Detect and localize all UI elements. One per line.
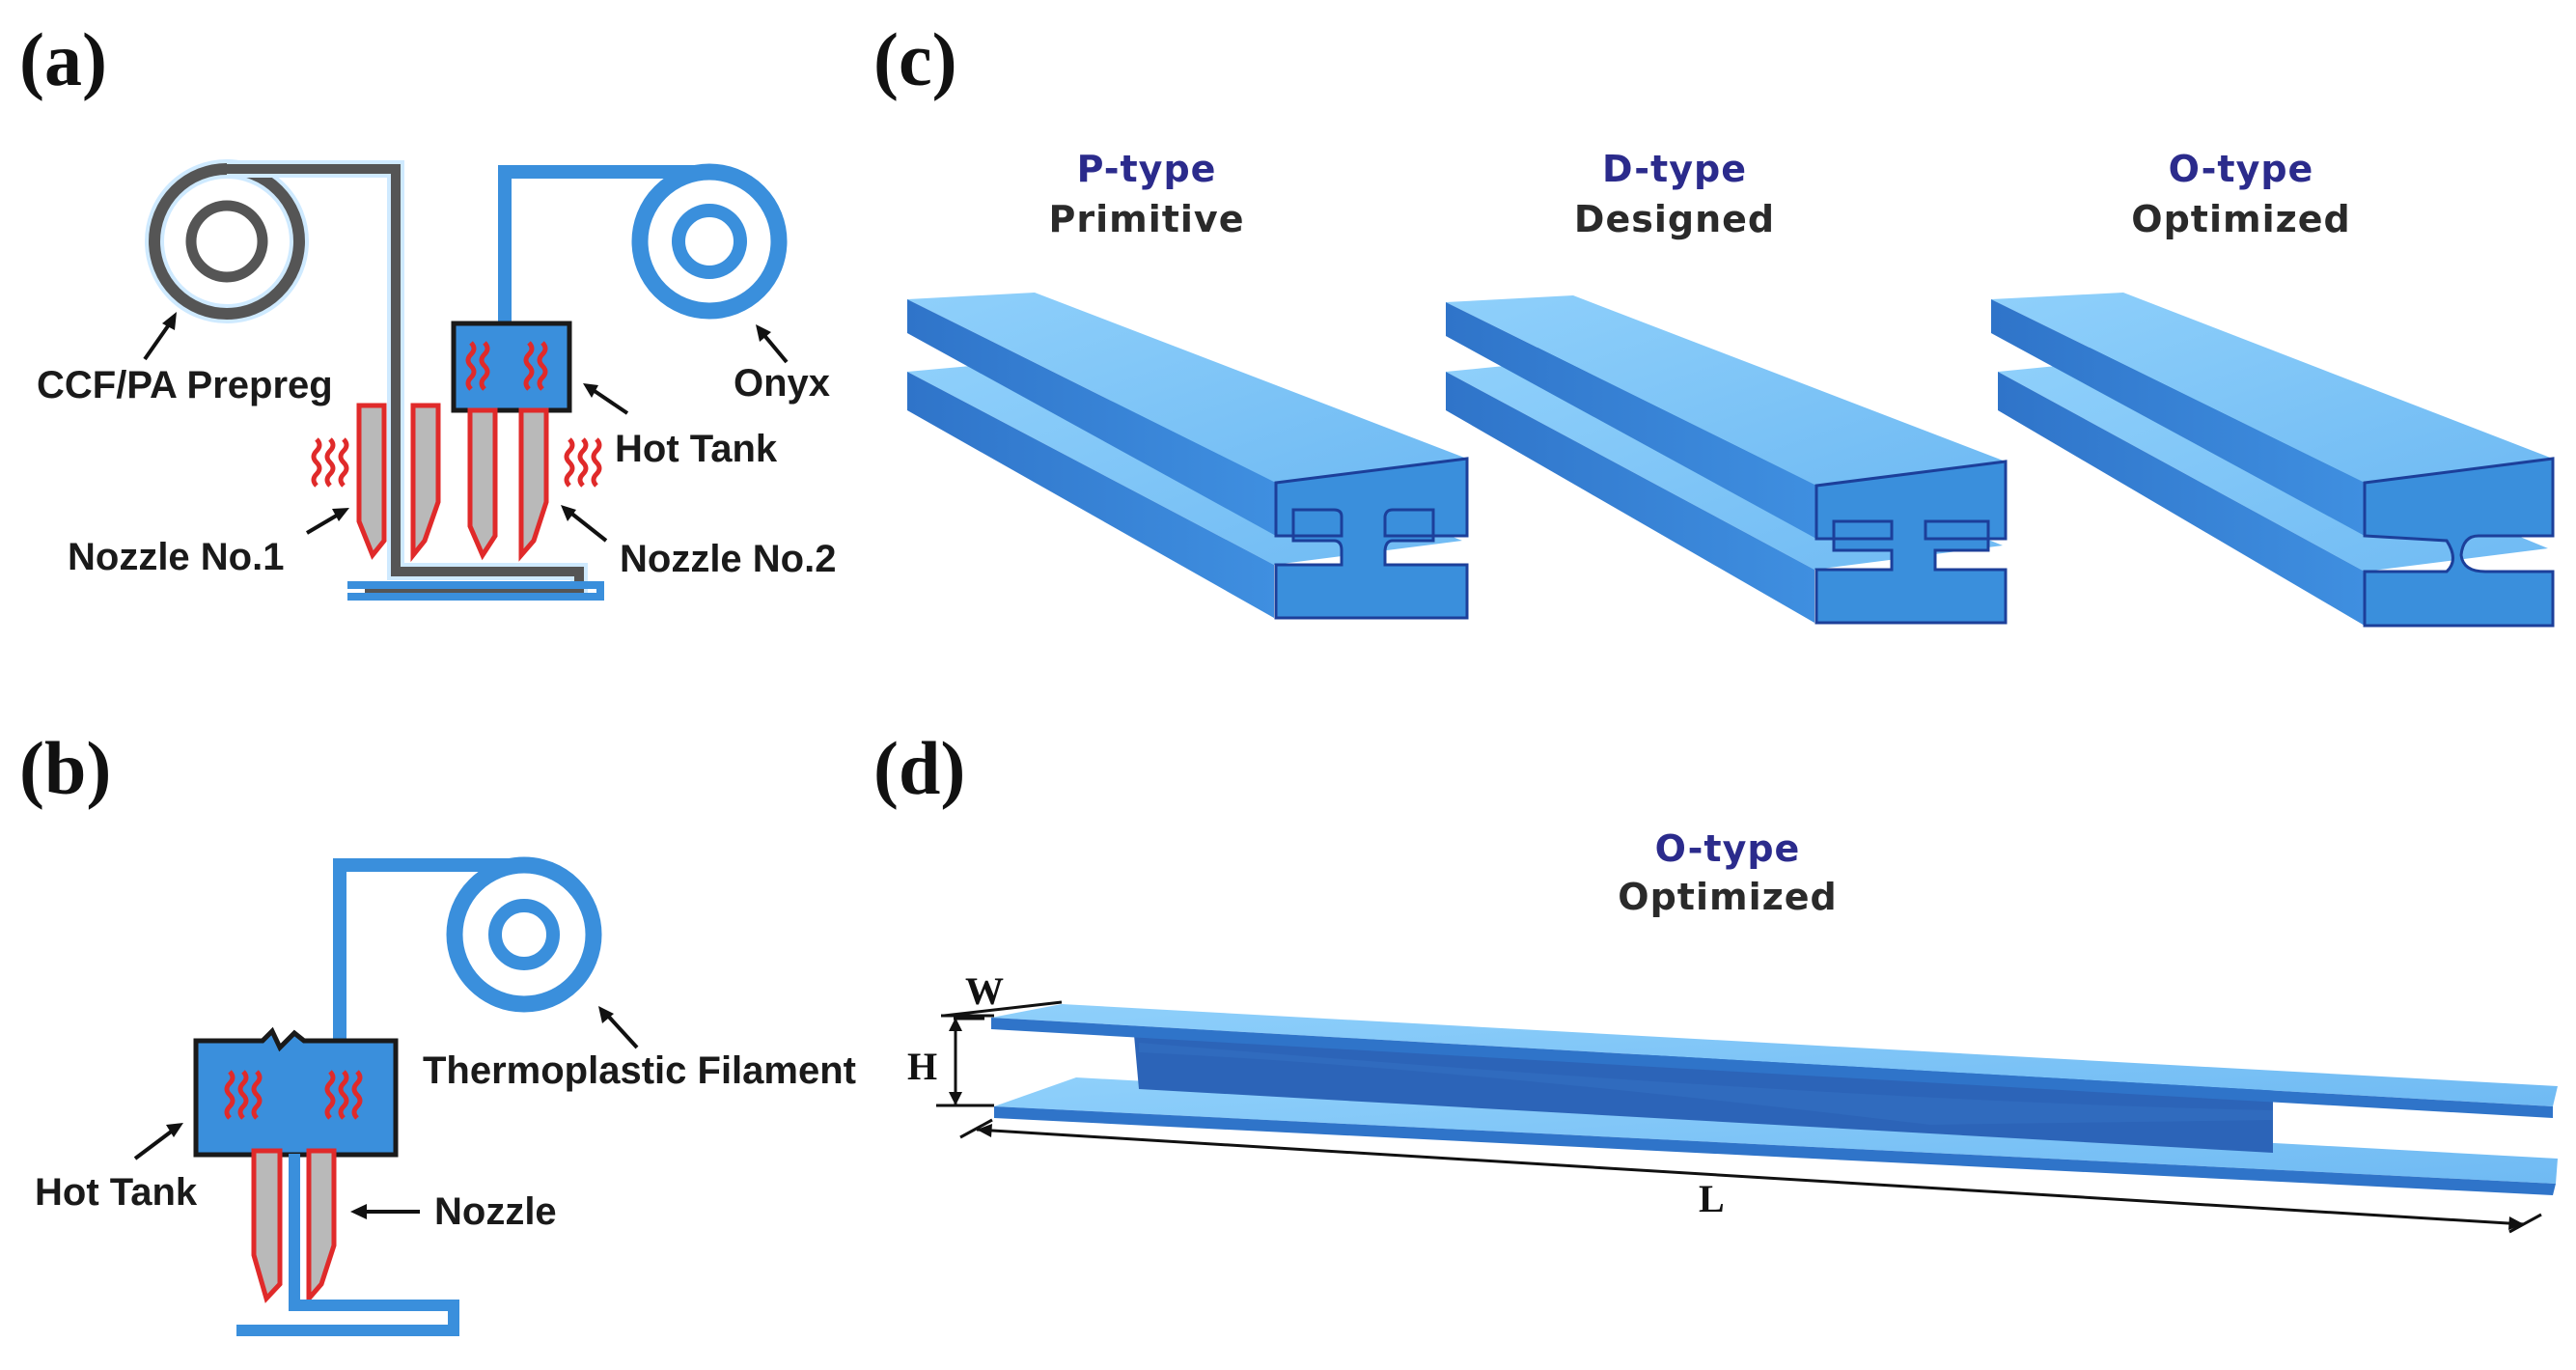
filament-b xyxy=(333,858,524,1043)
long-beam-name: Optimized xyxy=(1618,876,1837,918)
dimension-l: L xyxy=(959,1118,2542,1234)
panel-c-label: (c) xyxy=(873,17,957,101)
beam-o-type: O-type Optimized xyxy=(1991,148,2555,628)
filament-spool xyxy=(446,856,602,1013)
dim-h-label: H xyxy=(907,1045,937,1088)
label-nozzle-1: Nozzle No.1 xyxy=(68,536,284,578)
label-ccf-prepreg: CCF/PA Prepreg xyxy=(37,364,333,406)
label-onyx: Onyx xyxy=(734,362,830,405)
dimension-h: H xyxy=(907,1014,994,1107)
panel-a-label: (a) xyxy=(19,17,107,101)
beam-p-type: P-type Primitive xyxy=(907,148,1469,620)
panel-a: (a) xyxy=(19,17,836,601)
onyx-filament xyxy=(498,165,709,323)
heat-waves-right xyxy=(567,439,599,486)
nozzle-b xyxy=(251,1148,337,1305)
nozzle-2 xyxy=(467,407,549,562)
panel-b: (b) Thermoplastic Filament Hot Tank Nozz… xyxy=(19,726,856,1336)
beam-p-type-name: Primitive xyxy=(1049,198,1245,240)
long-beam-type: O-type xyxy=(1655,827,1801,870)
label-hot-tank-b: Hot Tank xyxy=(35,1171,198,1214)
label-hot-tank-a: Hot Tank xyxy=(615,428,778,470)
heat-waves-left xyxy=(314,439,346,486)
dimension-w: W xyxy=(943,969,1063,1021)
dim-w-label: W xyxy=(965,969,1004,1013)
beam-d-type: D-type Designed xyxy=(1446,148,2008,625)
label-nozzle: Nozzle xyxy=(434,1190,557,1233)
panel-d-label: (d) xyxy=(873,726,965,810)
onyx-spool xyxy=(631,163,788,320)
label-nozzle-2: Nozzle No.2 xyxy=(620,538,836,580)
label-filament: Thermoplastic Filament xyxy=(423,1049,856,1092)
beam-o-type-type: O-type xyxy=(2169,148,2314,190)
panel-b-label: (b) xyxy=(19,726,111,810)
panel-c: (c) P-type Primitive D-type Designed xyxy=(873,17,2555,628)
beam-o-type-name: Optimized xyxy=(2131,198,2350,240)
nozzle-1 xyxy=(356,403,441,563)
long-beam xyxy=(991,1004,2558,1195)
beam-d-type-name: Designed xyxy=(1574,198,1775,240)
ccf-spool xyxy=(145,159,309,323)
dim-l-label: L xyxy=(1699,1177,1725,1220)
beam-d-type-type: D-type xyxy=(1602,148,1747,190)
panel-d: (d) O-type Optimized W H xyxy=(873,726,2558,1234)
beam-p-type-type: P-type xyxy=(1077,148,1217,190)
